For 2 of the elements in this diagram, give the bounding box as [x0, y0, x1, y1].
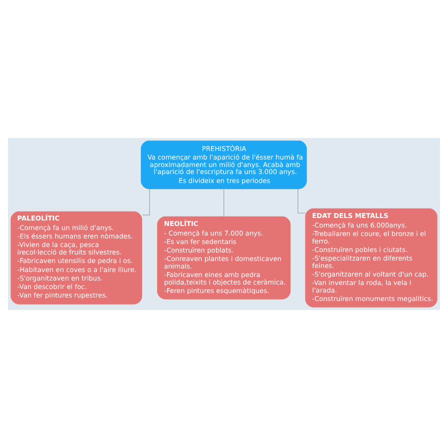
connector — [298, 188, 306, 214]
connector — [142, 189, 150, 216]
